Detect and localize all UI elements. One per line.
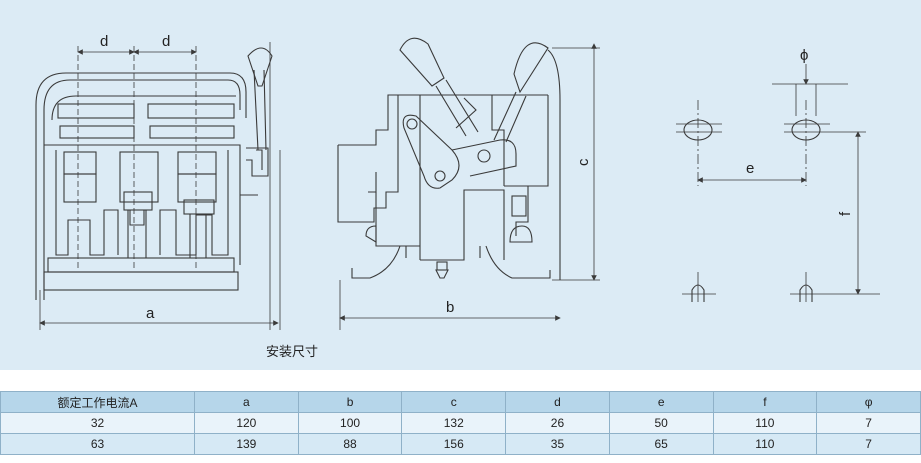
- dimension-d-right-label: d: [162, 33, 170, 50]
- table-cell: 65: [608, 433, 714, 455]
- dimension-b-label: b: [446, 299, 454, 316]
- header-d: d: [505, 391, 610, 413]
- header-c: c: [401, 391, 507, 413]
- dimension-d-left-label: d: [100, 33, 108, 50]
- table-cell: 88: [297, 433, 403, 455]
- drawing-caption: 安装尺寸: [266, 345, 319, 360]
- header-phi: φ: [816, 391, 921, 413]
- table-cell: 32: [0, 412, 195, 434]
- front-view: [35, 42, 281, 330]
- dimension-a-label: a: [146, 305, 155, 322]
- table-cell: 7: [816, 412, 921, 434]
- dimension-c-label: c: [575, 158, 592, 166]
- header-a: a: [194, 391, 299, 413]
- drawing-panel: [0, 0, 921, 370]
- dimension-e-label: e: [746, 160, 754, 177]
- table-cell: 120: [194, 412, 299, 434]
- table-cell: 132: [401, 412, 507, 434]
- table-row: 63 139 88 156 35 65 110 7: [0, 433, 921, 455]
- dimension-f-label: f: [837, 211, 854, 216]
- table-cell: 35: [505, 433, 610, 455]
- dimension-phi-label: ϕ: [800, 47, 808, 64]
- table-row: 32 120 100 132 26 50 110 7: [0, 412, 921, 434]
- table-cell: 7: [816, 433, 921, 455]
- table-cell: 110: [712, 433, 818, 455]
- table-cell: 63: [0, 433, 195, 455]
- spec-table-header-row: 额定工作电流A a b c d e f φ: [0, 391, 921, 413]
- header-e: e: [608, 391, 714, 413]
- spec-table: 额定工作电流A a b c d e f φ 32 120 100 132 26 …: [0, 391, 921, 455]
- installation-dimension-drawing: d d a c: [35, 33, 880, 330]
- table-cell: 156: [401, 433, 507, 455]
- table-cell: 26: [505, 412, 610, 434]
- header-b: b: [297, 391, 403, 413]
- table-cell: 139: [194, 433, 299, 455]
- header-f: f: [712, 391, 818, 413]
- mounting-holes-view: [676, 64, 880, 302]
- table-cell: 110: [712, 412, 818, 434]
- header-rated-current: 额定工作电流A: [0, 391, 195, 413]
- side-view: [337, 37, 600, 281]
- table-cell: 100: [297, 412, 403, 434]
- table-cell: 50: [608, 412, 714, 434]
